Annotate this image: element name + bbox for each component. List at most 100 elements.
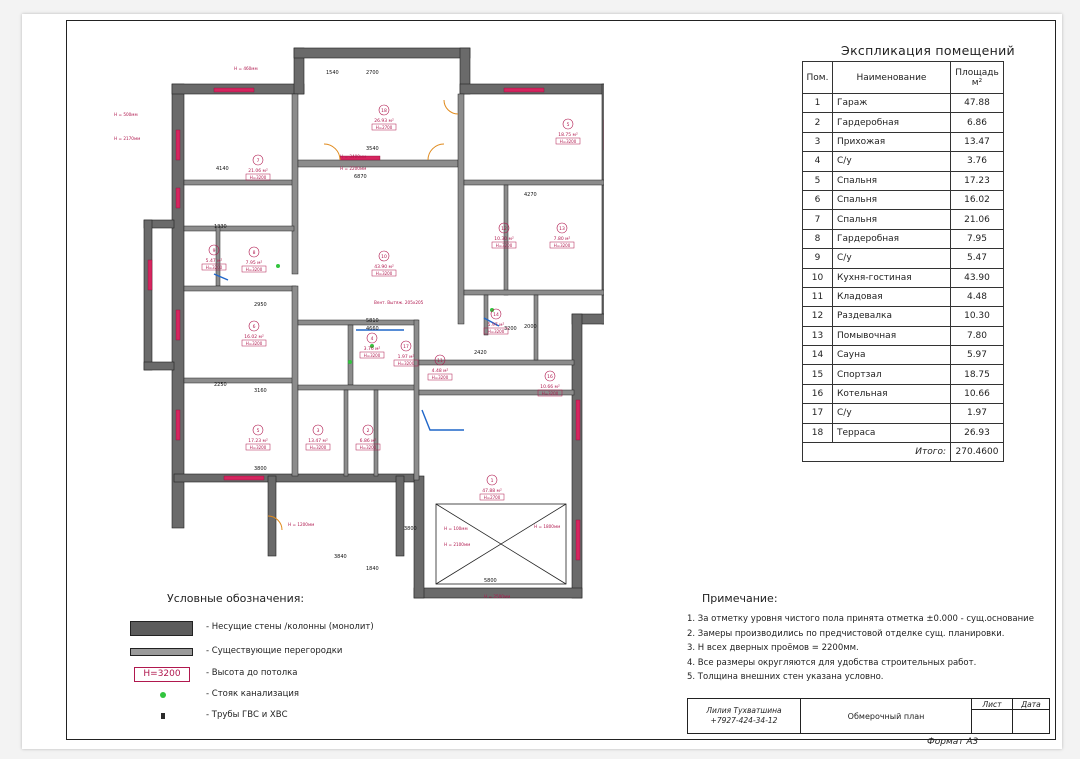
room-num: 17	[802, 403, 833, 424]
room-num: 11	[802, 286, 833, 308]
room-number-circle	[490, 308, 502, 320]
room-number-circle	[378, 250, 390, 262]
bearing-wall-symbol	[130, 621, 193, 636]
room-name: С/у	[832, 248, 951, 269]
dimension-label: 5810	[366, 318, 379, 324]
ceiling-height-box	[479, 493, 505, 501]
room-num: 14	[802, 345, 833, 366]
callout-label: H = 2200мм	[340, 166, 366, 171]
room-area-label: 17.23 м²	[248, 438, 268, 444]
dimension-label: 3540	[366, 146, 379, 152]
room-number-circle	[208, 244, 220, 256]
ceiling-height-box	[393, 359, 419, 367]
room-number-circle	[556, 222, 568, 234]
note-item: 1. За отметку уровня чистого пола принят…	[687, 614, 1034, 624]
legend-text: - Существующие перегородки	[206, 646, 343, 656]
ceiling-height-box	[201, 263, 227, 271]
ceiling-height-label: H=3200	[554, 243, 571, 248]
dimension-label: 2700	[366, 70, 379, 76]
room-number: 5	[257, 428, 260, 434]
dimension-label: 3800	[404, 526, 417, 532]
note-item: 4. Все размеры округляются для удобства …	[687, 657, 977, 668]
room-area: 5.97	[950, 345, 1004, 366]
room-area-label: 16.02 м²	[244, 334, 264, 340]
ceiling-height-label: H=3200	[250, 445, 267, 450]
total-row: Итого: 270.4600	[802, 442, 1004, 463]
ceiling-height-symbol: H=3200	[134, 667, 190, 682]
ceiling-height-label: H=3200	[496, 243, 513, 248]
room-num: 4	[802, 151, 833, 172]
room-area: 5.47	[950, 248, 1004, 269]
room-number: 1	[491, 478, 494, 484]
room-area-label: 7.80 м²	[554, 236, 571, 242]
room-num: 16	[802, 383, 833, 405]
stamp-sheet-name: Обмерочный план	[800, 698, 972, 734]
room-number-circle	[434, 354, 446, 366]
legend-text: - Трубы ГВС и ХВС	[206, 710, 288, 720]
room-number-circle	[378, 104, 390, 116]
notes-title: Примечание:	[702, 592, 778, 605]
stamp-list-label: Лист	[971, 697, 1013, 711]
dimension-label: 1540	[326, 70, 339, 76]
room-number-circle	[544, 370, 556, 382]
dimension-label: 4140	[216, 166, 229, 172]
dimension-label: 4270	[524, 192, 537, 198]
room-area-label: 10.30 м²	[494, 236, 514, 242]
stamp-date-value	[1012, 709, 1050, 734]
room-area: 7.80	[950, 325, 1004, 347]
room-number-circle	[562, 118, 574, 130]
room-num: 12	[802, 306, 833, 327]
room-name: Кладовая	[832, 286, 951, 308]
room-number: 17	[403, 344, 409, 350]
stamp-author-cell: Лилия Тухватшина +7927-424-34-12	[687, 698, 801, 734]
room-num: 1	[802, 92, 833, 114]
dimension-label: 2950	[254, 302, 267, 308]
ceiling-height-label: H=3200	[542, 391, 559, 396]
room-number-circle	[400, 340, 412, 352]
dimension-label: 5800	[484, 578, 497, 584]
dimension-label: 1330	[214, 224, 227, 230]
callout-label: H = 1800мм	[534, 524, 560, 529]
room-number: 13	[559, 226, 565, 232]
room-area-label: 18.75 м²	[558, 132, 578, 138]
room-area-label: 26.93 м²	[374, 118, 394, 124]
callout-label: H = 1200мм	[288, 522, 314, 527]
room-num: 6	[802, 189, 833, 211]
room-area: 10.30	[950, 306, 1004, 327]
room-name: Гардеробная	[832, 112, 951, 133]
room-area-label: 5.47 м²	[206, 258, 223, 264]
room-number: 8	[253, 250, 256, 256]
room-name: Спальня	[832, 170, 951, 191]
room-name: Котельная	[832, 383, 951, 405]
room-num: 5	[802, 170, 833, 191]
room-name: Сауна	[832, 345, 951, 366]
room-number: 18	[381, 108, 387, 114]
partition-symbol	[130, 648, 193, 656]
dimension-label: 3200	[504, 326, 517, 332]
room-name: С/у	[832, 403, 951, 424]
ceiling-height-label: H=2700	[376, 125, 393, 130]
dimension-label: 2420	[474, 350, 487, 356]
room-area-label: 47.88 м²	[482, 488, 502, 494]
room-area: 1.97	[950, 403, 1004, 424]
ceiling-height-label: H=3200	[360, 445, 377, 450]
total-label: Итого:	[802, 442, 951, 463]
room-number: 9	[213, 248, 216, 254]
room-name: Гардеробная	[832, 228, 951, 250]
room-number: 14	[493, 312, 499, 318]
room-name: Кухня-гостиная	[832, 267, 951, 288]
legend-text: - Стояк канализация	[206, 689, 300, 699]
room-area-label: 43.90 м²	[374, 264, 394, 270]
sewer-riser-dot-icon	[160, 692, 166, 698]
